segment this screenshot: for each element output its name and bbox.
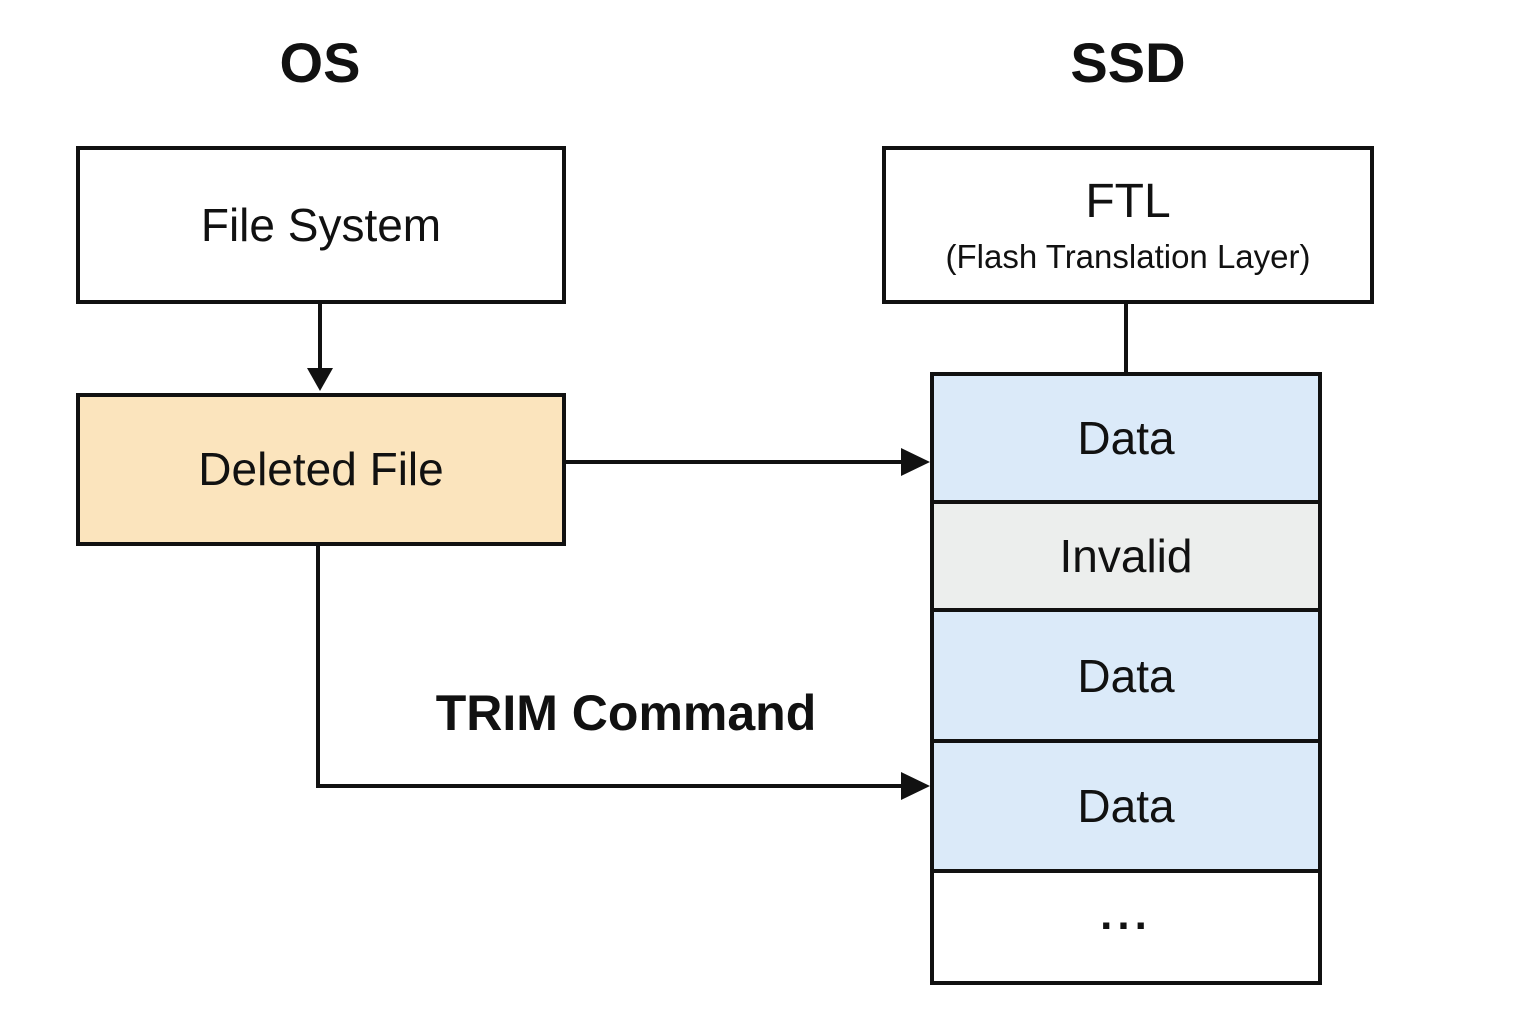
file-system-label: File System <box>200 198 442 251</box>
ftl-title: FTL <box>1085 174 1171 228</box>
ssd-block-data-3: Data <box>934 739 1318 869</box>
ssd-block-ellipsis-label: ... <box>1100 890 1152 939</box>
trim-command-label: TRIM Command <box>435 685 817 741</box>
trim-arrow-vertical-line <box>316 546 320 788</box>
file-system-box: File System <box>76 146 566 304</box>
ssd-block-more: ... <box>934 869 1318 981</box>
ssd-block-stack: Data Invalid Data Data ... <box>930 372 1322 985</box>
deleted-file-box: Deleted File <box>76 393 566 546</box>
ssd-block-label: Invalid <box>1059 530 1193 582</box>
ftl-box: FTL (Flash Translation Layer) <box>882 146 1374 304</box>
deleted-file-label: Deleted File <box>198 443 444 496</box>
arrow-down-head-icon <box>307 368 333 391</box>
ssd-block-label: Data <box>1077 412 1175 464</box>
ssd-block-data-2: Data <box>934 608 1318 739</box>
ftl-subtitle: (Flash Translation Layer) <box>945 238 1311 276</box>
ssd-block-data-1: Data <box>934 376 1318 500</box>
ssd-block-label: Data <box>1077 649 1175 702</box>
arrow-filesystem-to-deletedfile-line <box>318 304 322 370</box>
trim-arrow-horizontal-line <box>316 784 902 788</box>
ssd-title: SSD <box>1070 31 1186 94</box>
arrow-deletedfile-to-data-line <box>566 460 903 464</box>
ssd-block-invalid: Invalid <box>934 500 1318 608</box>
os-title: OS <box>279 31 361 94</box>
arrow-right-head-icon <box>901 448 930 476</box>
ssd-block-label: Data <box>1077 780 1175 832</box>
ftl-to-stack-connector <box>1124 304 1128 374</box>
trim-arrow-right-head-icon <box>901 772 930 800</box>
